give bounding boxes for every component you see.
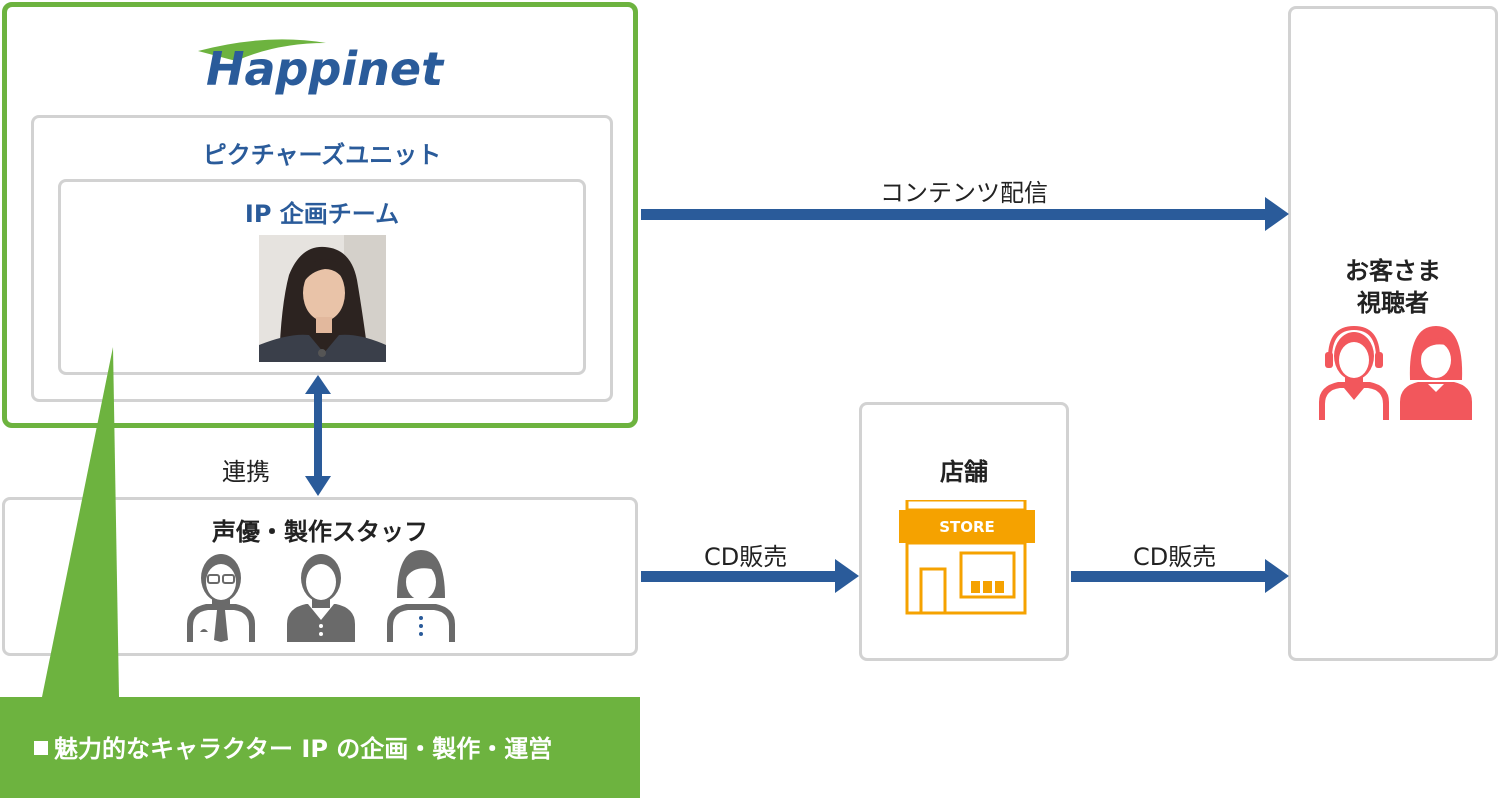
staff-title: 声優・製作スタッフ	[212, 518, 428, 546]
cd-arrow-to-customer	[1071, 559, 1289, 593]
callout-pointer	[42, 347, 119, 697]
pictures-unit-title: ピクチャーズユニット	[202, 141, 442, 169]
staff-male-icon	[287, 554, 355, 642]
store-container	[859, 402, 1069, 661]
content-distribution-label: コンテンツ配信	[880, 179, 1048, 207]
viewer-title: 視聴者	[1357, 289, 1429, 317]
cd-sales-label-store: CD販売	[704, 543, 788, 571]
store-icon: STORE	[899, 500, 1035, 615]
cd-sales-label-customer: CD販売	[1133, 543, 1217, 571]
ip-team-container	[58, 179, 586, 375]
staff-female-icon	[387, 550, 455, 642]
customer-container	[1288, 6, 1498, 661]
staff-container	[2, 497, 638, 656]
customer-male-headset-icon	[1319, 325, 1389, 420]
banner-text: 魅力的なキャラクター IP の企画・製作・運営	[54, 735, 553, 763]
store-title: 店舗	[940, 458, 988, 486]
link-arrow	[305, 375, 331, 496]
logo-text: Happinet	[206, 42, 445, 96]
square-bullet-icon	[34, 741, 48, 755]
cd-arrow-to-store	[641, 559, 859, 593]
content-arrow	[641, 197, 1289, 231]
customer-title: お客さま	[1345, 257, 1441, 285]
bottom-banner: 魅力的なキャラクター IP の企画・製作・運営	[0, 697, 640, 798]
ip-team-title: IP 企画チーム	[244, 200, 400, 228]
team-member-photo	[259, 235, 386, 362]
staff-male-glasses-icon	[187, 554, 255, 642]
happinet-logo: Happinet	[198, 39, 445, 96]
store-sign-text: STORE	[939, 518, 995, 536]
link-label: 連携	[222, 458, 270, 486]
customer-female-icon	[1400, 326, 1472, 420]
